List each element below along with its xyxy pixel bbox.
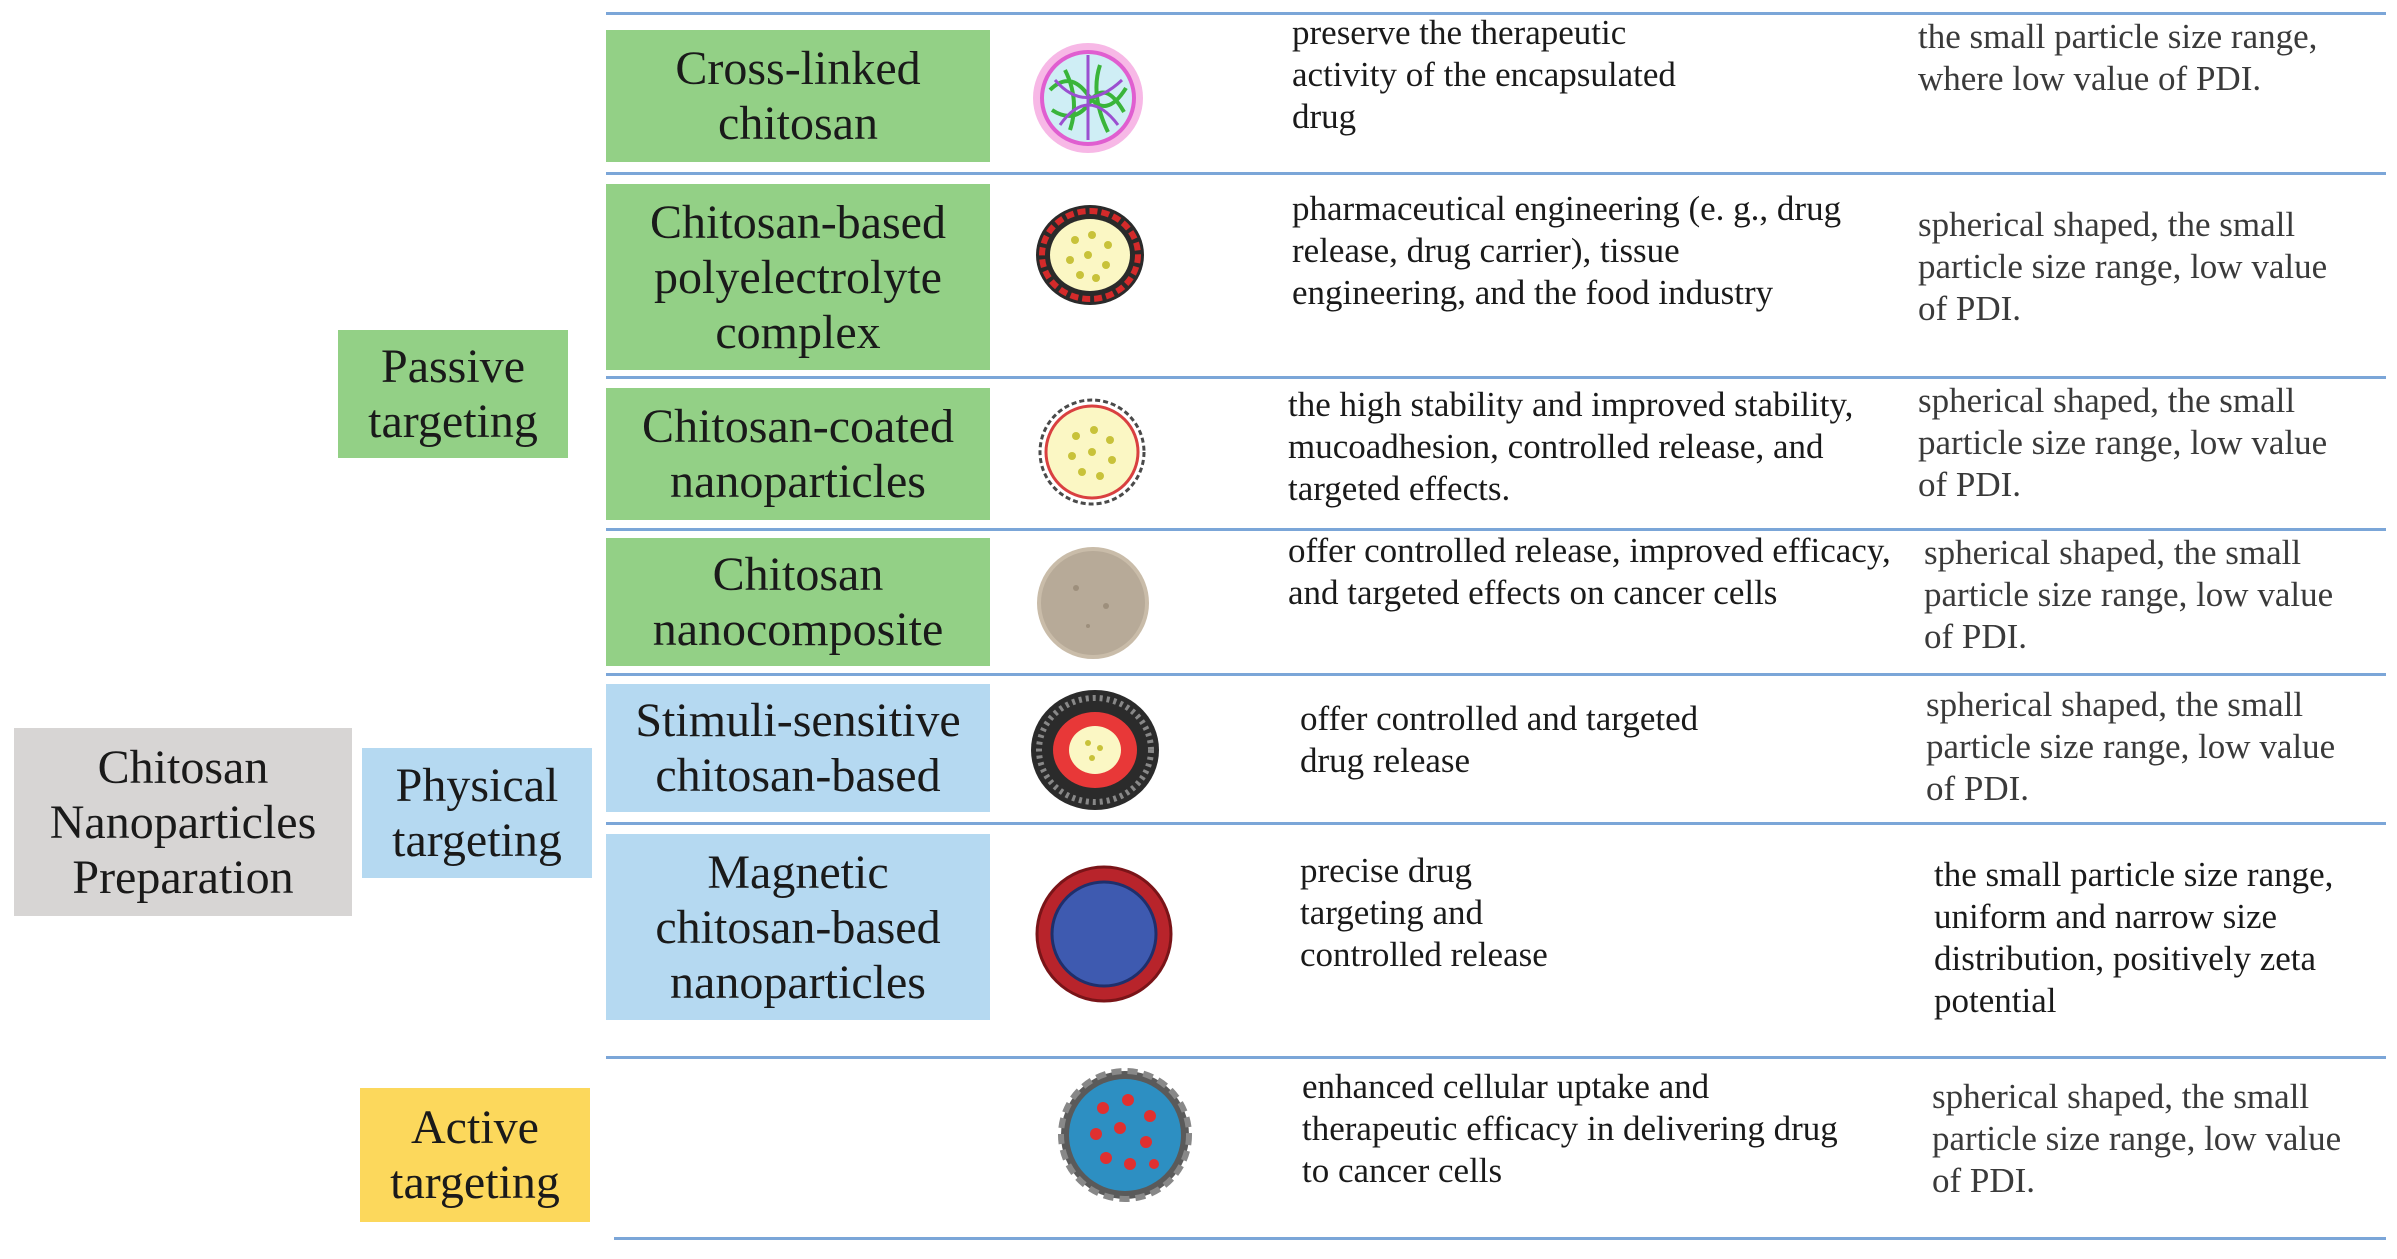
row-properties-text: the small particle size range, uniform a… (1934, 855, 2334, 1020)
row-application-text: preserve the therapeutic activity of the… (1292, 13, 1676, 136)
row-application-text: pharmaceutical engineering (e. g., drug … (1292, 189, 1842, 312)
category-passive-targeting: Passive targeting (338, 330, 568, 458)
row-divider (614, 1237, 2386, 1240)
row-application-text: offer controlled and targeted drug relea… (1300, 699, 1699, 780)
row-properties-text: the small particle size range, where low… (1918, 17, 2318, 98)
root-box: Chitosan Nanoparticles Preparation (14, 728, 352, 916)
type-chitosan-coated-nanoparticles: Chitosan-coated nanoparticles (606, 388, 990, 520)
type-stimuli-sensitive: Stimuli-sensitive chitosan-based (606, 684, 990, 812)
polyelectrolyte-complex-icon (1036, 205, 1144, 305)
nanocomposite-icon (1037, 547, 1149, 659)
row-properties-text: spherical shaped, the small particle siz… (1918, 205, 2328, 328)
row-application-text: precise drug targeting and controlled re… (1300, 851, 1548, 974)
row-application-text: enhanced cellular uptake and therapeutic… (1302, 1067, 1838, 1190)
row-divider (606, 172, 2386, 175)
row-divider (606, 12, 2386, 15)
cross-linked-particle-icon (1033, 43, 1143, 153)
row-divider (606, 528, 2386, 531)
category-active-targeting: Active targeting (360, 1088, 590, 1222)
row-properties-text: spherical shaped, the small particle siz… (1924, 533, 2334, 656)
type-cross-linked-chitosan: Cross-linked chitosan (606, 30, 990, 162)
type-magnetic-nanoparticles: Magnetic chitosan-based nanoparticles (606, 834, 990, 1020)
active-targeting-particle-icon (1058, 1068, 1192, 1202)
row-divider (606, 822, 2386, 825)
stimuli-sensitive-particle-icon (1031, 690, 1159, 810)
row-application-text: offer controlled release, improved effic… (1288, 531, 1891, 612)
row-divider (606, 376, 2386, 379)
row-divider (606, 1056, 2386, 1059)
type-chitosan-nanocomposite: Chitosan nanocomposite (606, 538, 990, 666)
row-application-text: the high stability and improved stabilit… (1288, 385, 1854, 508)
row-properties-text: spherical shaped, the small particle siz… (1918, 381, 2328, 504)
coated-nanoparticle-icon (1038, 398, 1146, 506)
type-polyelectrolyte-complex: Chitosan-based polyelectrolyte complex (606, 184, 990, 370)
row-properties-text: spherical shaped, the small particle siz… (1926, 685, 2336, 808)
magnetic-nanoparticle-icon (1035, 865, 1173, 1003)
row-properties-text: spherical shaped, the small particle siz… (1932, 1077, 2342, 1200)
category-physical-targeting: Physical targeting (362, 748, 592, 878)
row-divider (606, 673, 2386, 676)
